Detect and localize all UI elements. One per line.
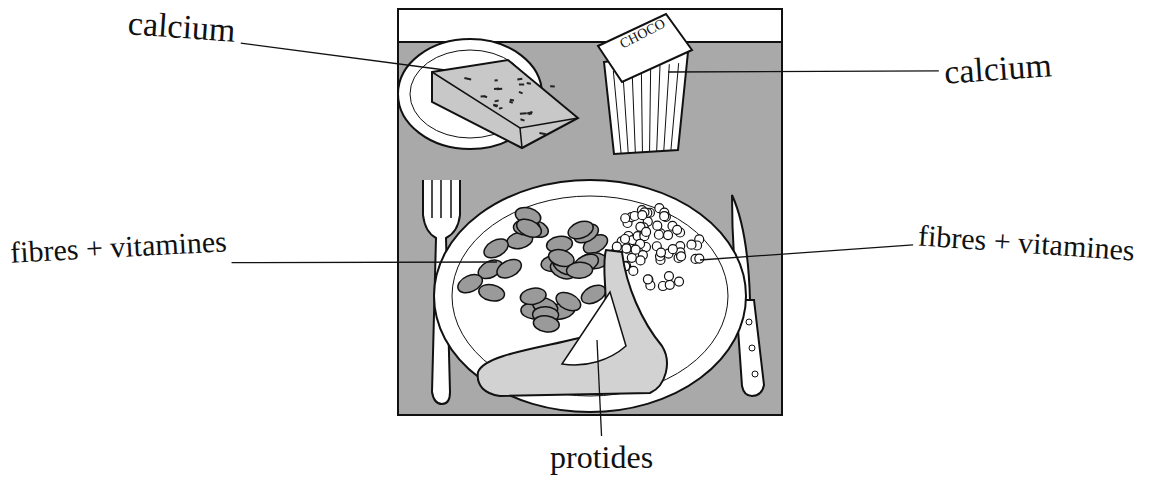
cup-rib <box>671 63 679 150</box>
pea <box>636 256 645 265</box>
pea <box>612 242 621 251</box>
nutrient-label: protides <box>550 440 653 475</box>
nutrient-label: fibres + vitamines <box>917 218 1136 266</box>
pea <box>623 244 632 253</box>
carrot-slices <box>455 205 611 334</box>
pea <box>677 252 686 261</box>
fork-tine <box>440 180 442 218</box>
cheese-edge <box>520 128 522 148</box>
steak-bone <box>562 292 626 365</box>
tray <box>398 9 782 415</box>
cheese-vein <box>495 100 499 103</box>
carrot-slice <box>532 314 560 334</box>
leader-line <box>232 261 497 263</box>
cheese-vein <box>527 112 532 113</box>
pea <box>631 245 640 254</box>
cheese-vein <box>520 112 527 115</box>
cheese-vein <box>517 78 522 81</box>
cup-rib <box>632 69 635 153</box>
cup-rib <box>641 68 642 153</box>
carrot-slice <box>553 289 583 314</box>
pea <box>629 266 638 275</box>
cheese-plate <box>398 39 578 149</box>
cheese-vein <box>494 105 497 106</box>
pea <box>695 254 704 263</box>
pea <box>665 280 674 289</box>
cheese-vein <box>520 119 524 120</box>
yogurt-cup <box>598 14 692 154</box>
knife-rivet <box>749 345 755 351</box>
cheese <box>432 60 578 148</box>
carrot-slice <box>566 261 593 278</box>
carrot-slice <box>477 282 506 303</box>
leader-line <box>668 71 939 72</box>
pea <box>687 240 696 249</box>
carrot-slice <box>519 286 547 306</box>
cheese-vein <box>495 79 498 81</box>
knife-rivet <box>746 319 752 325</box>
cheese-vein <box>550 85 555 87</box>
cheese-vein <box>499 107 502 110</box>
pea <box>656 248 665 257</box>
cheese-vein <box>481 95 485 97</box>
plate-rim <box>452 196 728 396</box>
pea <box>660 212 669 221</box>
leader-line <box>241 43 445 70</box>
cheese-vein <box>493 105 498 106</box>
cheese-edge <box>432 72 578 128</box>
pea <box>654 230 663 239</box>
carrot-slice <box>481 235 511 261</box>
pea <box>653 221 662 230</box>
carrot-slice <box>455 271 485 296</box>
nutrient-label: calcium <box>943 46 1053 91</box>
carrot-slice <box>494 256 524 282</box>
cheese-vein <box>497 88 502 90</box>
pea <box>638 211 647 220</box>
pea <box>642 227 651 236</box>
leader-line <box>700 245 913 260</box>
pea <box>622 244 631 253</box>
cheese-vein <box>519 92 523 93</box>
cheese-vein <box>539 133 546 134</box>
cup-rib <box>657 65 660 151</box>
leader-line <box>597 340 602 436</box>
fork-tine <box>450 180 452 218</box>
cheese-vein <box>464 78 471 79</box>
cheese-veins <box>464 78 554 134</box>
plate <box>434 180 746 412</box>
cheese-vein <box>527 82 531 85</box>
cheese-vein <box>519 83 524 85</box>
pea <box>673 225 682 234</box>
cheese-vein <box>509 101 512 102</box>
pea <box>668 245 677 254</box>
pea <box>621 214 630 223</box>
pea <box>644 275 653 284</box>
pea <box>664 231 673 240</box>
fork-tine <box>431 180 433 218</box>
tray-rim <box>399 10 781 42</box>
nutrient-label: fibres + vitamines <box>9 224 227 268</box>
cup-rib <box>650 66 651 151</box>
main-plate <box>434 180 746 412</box>
nutrient-label: calcium <box>127 4 237 49</box>
carrot-slice <box>514 216 544 241</box>
cup-rib <box>613 71 621 154</box>
knife-rivet <box>752 371 758 377</box>
cup-rib <box>664 64 670 151</box>
pea <box>675 277 684 286</box>
pea <box>664 272 673 281</box>
pea <box>621 235 630 244</box>
steak <box>478 250 667 396</box>
pea <box>643 275 652 284</box>
